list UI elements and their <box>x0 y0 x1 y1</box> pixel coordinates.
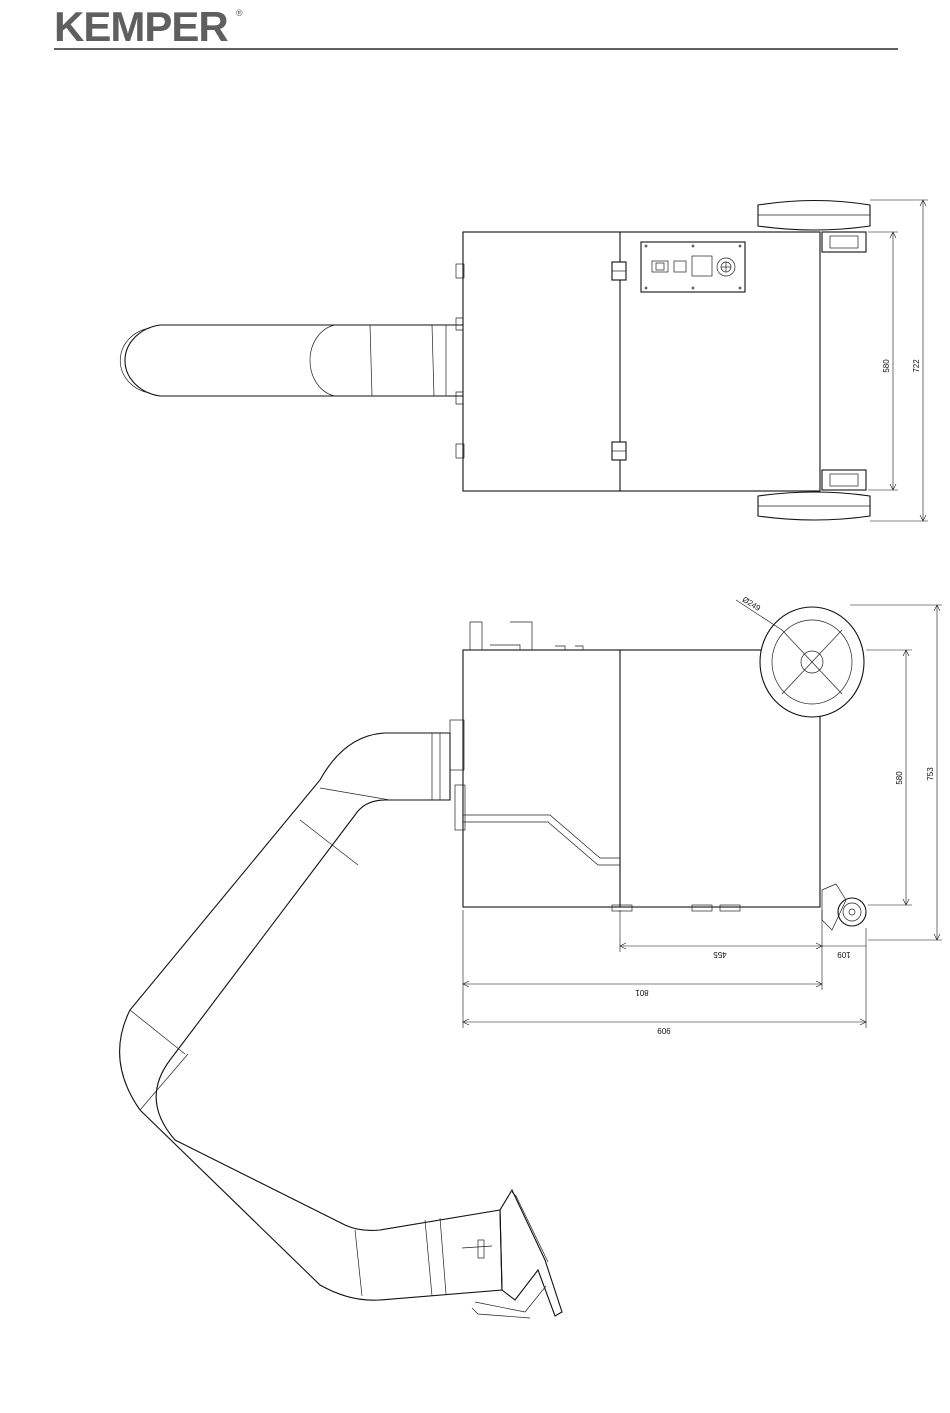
dim-801: 801 <box>635 988 649 997</box>
dim-580-side: 580 <box>895 771 904 785</box>
front-caster <box>822 884 866 930</box>
top-view-housing <box>456 232 820 491</box>
top-view <box>120 200 928 521</box>
dim-753: 753 <box>926 767 935 781</box>
dim-109: 109 <box>837 950 851 959</box>
dim-580-top: 580 <box>882 359 891 373</box>
dim-455: 455 <box>713 950 727 959</box>
top-view-hose <box>120 325 470 396</box>
side-view <box>120 600 942 1318</box>
dim-722: 722 <box>912 359 921 373</box>
dim-909: 909 <box>657 1026 671 1035</box>
control-panel <box>641 242 745 292</box>
